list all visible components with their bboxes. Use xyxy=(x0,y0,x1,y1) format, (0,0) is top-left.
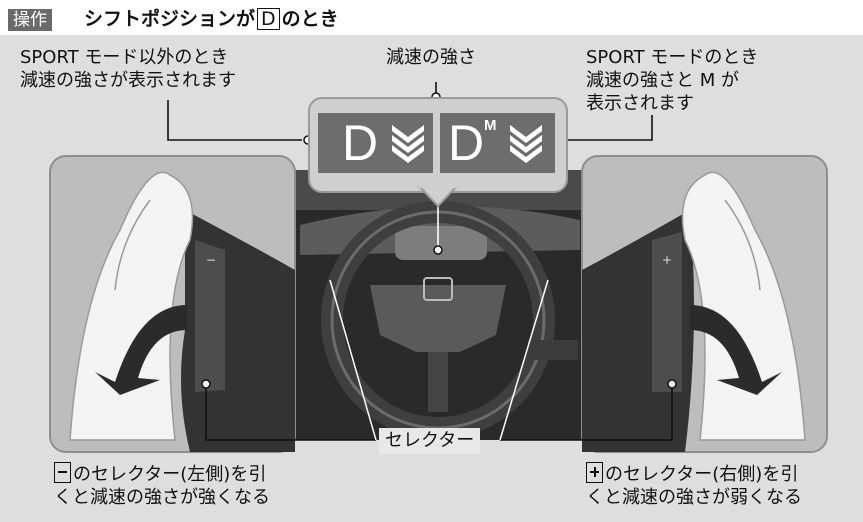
sport-line-2: 減速の強さと M が xyxy=(586,70,739,91)
deceleration-label: 減速の強さ xyxy=(386,47,476,68)
plus-selector-note: のセレクター(右側)を引 くと減速の強さが弱くなる xyxy=(586,462,802,509)
center-console xyxy=(528,340,578,360)
selector-label: セレクター xyxy=(379,428,481,454)
selector-dot-left xyxy=(201,379,211,389)
selector-dot-right xyxy=(667,379,677,389)
minus-selector-note: のセレクター(左側)を引 くと減速の強さが強くなる xyxy=(54,462,270,509)
title-suffix: のとき xyxy=(281,8,339,30)
d-letter-sport: D xyxy=(448,115,485,171)
sport-line-1: SPORT モードのとき xyxy=(586,47,759,68)
sport-note: SPORT モードのとき 減速の強さと M が 表示されます xyxy=(586,46,758,115)
right-finger-line xyxy=(724,199,761,291)
left-pull-arrow-icon xyxy=(95,305,187,395)
deceleration-chevrons-icon xyxy=(392,125,424,163)
title-prefix: シフトポジションが xyxy=(84,8,256,30)
shift-d-key: D xyxy=(257,8,280,30)
minus-box-icon xyxy=(54,462,71,483)
plus-box-icon xyxy=(586,462,603,483)
d-display-normal: D xyxy=(318,113,433,173)
deceleration-chevrons-sport-icon xyxy=(510,125,542,163)
right-paddle-selector xyxy=(652,232,682,392)
non-sport-line-1: SPORT モード以外のとき xyxy=(20,47,229,68)
steering-column xyxy=(428,352,448,412)
selector-leader-right xyxy=(500,384,673,441)
steering-wheel-hub xyxy=(370,285,506,352)
operation-badge: 操作 xyxy=(8,9,52,31)
minus-line-1: のセレクター(左側)を引 xyxy=(73,464,267,485)
selector-leader-left xyxy=(205,384,376,441)
non-sport-note: SPORT モード以外のとき 減速の強さが表示されます xyxy=(20,46,236,92)
right-leader-line xyxy=(565,115,653,141)
minus-line-2: くと減速の強さが強くなる xyxy=(54,487,270,508)
right-pull-arrow-icon xyxy=(690,305,782,395)
non-sport-line-2: 減速の強さが表示されます xyxy=(20,70,236,91)
minus-paddle-icon: − xyxy=(206,253,216,267)
honda-logo-icon xyxy=(423,277,453,301)
selector-leader-wheel-left xyxy=(329,279,377,441)
left-leader-line xyxy=(167,100,302,141)
plus-line-1: のセレクター(右側)を引 xyxy=(605,464,799,485)
selector-leader-wheel-right xyxy=(499,279,549,441)
instrument-cluster xyxy=(395,226,487,260)
m-mode-indicator: M xyxy=(484,117,497,134)
sport-line-3: 表示されます xyxy=(586,93,694,114)
cluster-leader-dot xyxy=(433,245,443,255)
d-display-sport: D M xyxy=(440,113,555,173)
left-finger-line xyxy=(114,199,151,291)
d-letter-normal: D xyxy=(342,115,379,171)
plus-line-2: くと減速の強さが弱くなる xyxy=(586,487,802,508)
plus-paddle-icon: + xyxy=(662,253,672,267)
left-paddle-selector xyxy=(195,240,225,392)
